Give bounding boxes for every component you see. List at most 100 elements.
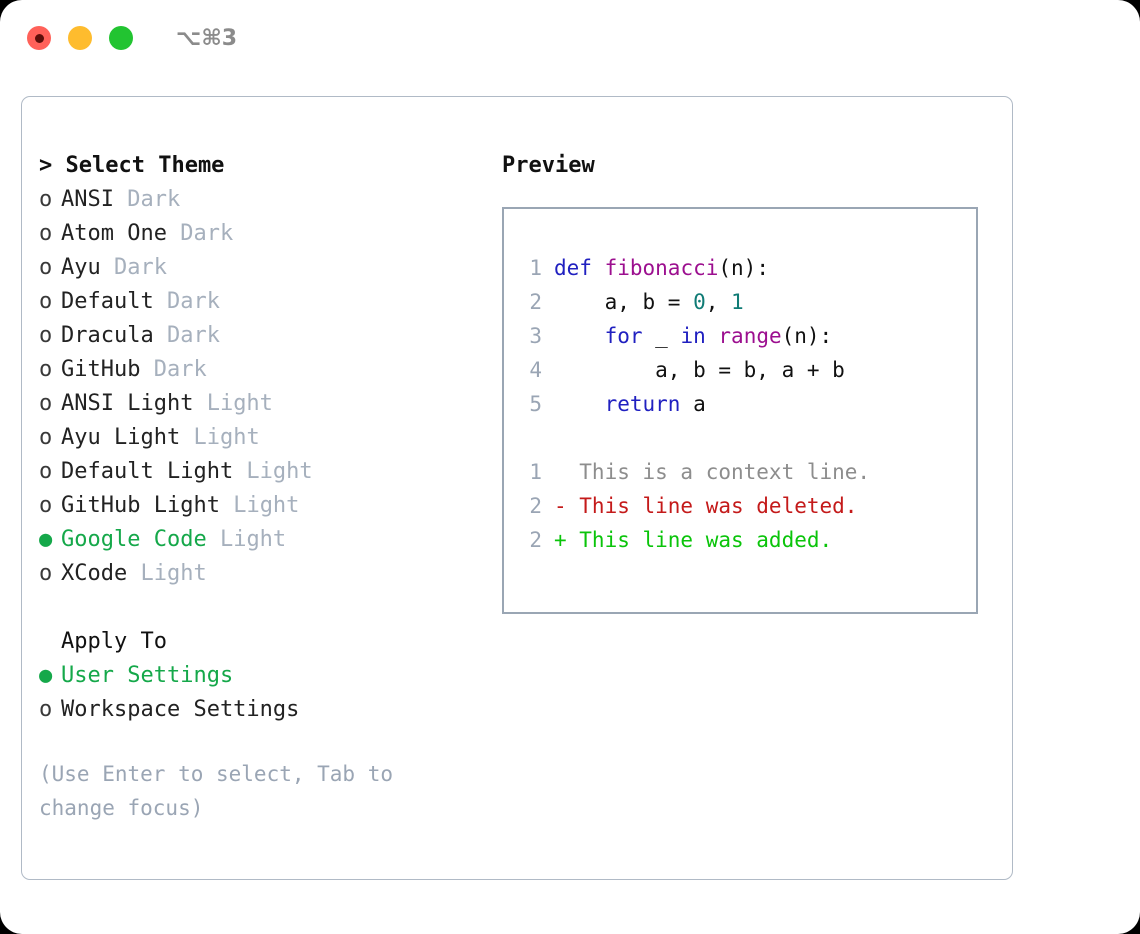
maximize-button[interactable] — [109, 26, 133, 50]
theme-option-label: Ayu — [61, 255, 101, 280]
radio-unselected-icon: o — [39, 697, 53, 722]
theme-option-label: XCode — [61, 561, 128, 586]
theme-option-ansi[interactable]: o ANSI Dark — [39, 183, 479, 217]
theme-option-label: GitHub — [61, 357, 141, 382]
theme-option-xcode[interactable]: o XCode Light — [39, 557, 479, 591]
theme-option-default[interactable]: o Default Dark — [39, 285, 479, 319]
line-number: 5 — [529, 392, 542, 416]
theme-option-label: GitHub Light — [61, 493, 220, 518]
code-token — [554, 392, 605, 416]
apply-to-option-label: Workspace Settings — [61, 697, 300, 722]
theme-option-github[interactable]: o GitHub Dark — [39, 353, 479, 387]
diff-line-add: 2+ This line was added. — [516, 523, 976, 557]
apply-to-option-user-settings[interactable]: ● User Settings — [39, 659, 479, 693]
code-token: for — [604, 324, 643, 348]
code-token: return — [604, 392, 681, 416]
code-token — [592, 256, 605, 280]
code-token — [554, 324, 605, 348]
code-line: 4 a, b = b, a + b — [516, 353, 976, 387]
radio-unselected-icon: o — [39, 493, 53, 518]
theme-option-category: Light — [206, 527, 287, 552]
preview-column: Preview 1 def fibonacci (n): 2 a, b = 0, 1 3… — [502, 149, 992, 614]
line-number: 4 — [529, 358, 542, 382]
line-number: 3 — [529, 324, 542, 348]
theme-option-label: Atom One — [61, 221, 167, 246]
code-token: a, b = — [554, 290, 694, 314]
theme-option-label: Dracula — [61, 323, 154, 348]
code-token: 1 — [731, 290, 744, 314]
theme-option-category: Light — [127, 561, 207, 586]
theme-option-category: Dark — [153, 323, 220, 348]
code-token: 0 — [693, 290, 706, 314]
theme-option-google-code[interactable]: ● Google Code Light — [39, 523, 479, 557]
theme-option-label: Default — [61, 289, 154, 314]
line-number: 1 — [529, 256, 542, 280]
radio-unselected-icon: o — [39, 357, 53, 382]
diff-sample: 1 This is a context line.2- This line wa… — [516, 455, 976, 557]
theme-option-category: Dark — [166, 221, 234, 246]
theme-option-label: ANSI — [61, 187, 114, 212]
theme-option-label: Default Light — [61, 459, 234, 484]
line-number: 2 — [529, 494, 542, 518]
line-number: 1 — [529, 460, 542, 484]
theme-option-atom-one[interactable]: o Atom One Dark — [39, 217, 479, 251]
code-diff-gap — [516, 421, 976, 455]
diff-line-ctx: 1 This is a context line. — [516, 455, 976, 489]
keyboard-hint: (Use Enter to select, Tab to change focu… — [39, 762, 394, 820]
minimize-button[interactable] — [68, 26, 92, 50]
apply-to-option-label: User Settings — [61, 663, 234, 688]
radio-unselected-icon: o — [39, 561, 53, 586]
diff-line-text: + This line was added. — [554, 528, 833, 552]
code-token: , — [705, 290, 732, 314]
radio-unselected-icon: o — [39, 289, 53, 314]
radio-unselected-icon: o — [39, 323, 53, 348]
theme-option-category: Dark — [153, 289, 220, 314]
theme-option-label: Ayu Light — [61, 425, 181, 450]
close-button[interactable] — [27, 26, 51, 50]
apply-to-option-workspace-settings[interactable]: o Workspace Settings — [39, 693, 479, 727]
preview-heading: Preview — [502, 153, 595, 178]
radio-unselected-icon: o — [39, 459, 53, 484]
line-number: 2 — [529, 290, 542, 314]
radio-unselected-icon: o — [39, 221, 53, 246]
title-bar: ⌥⌘3 — [0, 0, 1140, 76]
radio-unselected-icon: o — [39, 255, 53, 280]
theme-option-ayu-light[interactable]: o Ayu Light Light — [39, 421, 479, 455]
code-line: 5 return a — [516, 387, 976, 421]
code-token: a — [680, 392, 706, 416]
code-token: (n): — [781, 324, 833, 348]
radio-unselected-icon: o — [39, 187, 53, 212]
code-line: 2 a, b = 0, 1 — [516, 285, 976, 319]
list-spacer — [39, 591, 479, 625]
code-token: def — [554, 256, 592, 280]
theme-option-category: Dark — [113, 187, 181, 212]
theme-option-default-light[interactable]: o Default Light Light — [39, 455, 479, 489]
apply-to-heading: Apply To — [61, 629, 167, 654]
radio-unselected-icon: o — [39, 391, 53, 416]
radio-unselected-icon: o — [39, 425, 53, 450]
code-token: range — [718, 324, 782, 348]
code-token: fibonacci — [604, 256, 719, 280]
theme-option-category: Light — [180, 425, 260, 450]
theme-option-label: Google Code — [61, 527, 207, 552]
theme-option-category: Light — [233, 459, 313, 484]
radio-selected-icon: ● — [39, 663, 53, 688]
radio-selected-icon: ● — [39, 527, 53, 552]
code-token — [706, 324, 719, 348]
theme-option-dracula[interactable]: o Dracula Dark — [39, 319, 479, 353]
keyboard-shortcut-label: ⌥⌘3 — [176, 25, 238, 51]
theme-option-category: Dark — [140, 357, 207, 382]
theme-option-category: Light — [219, 493, 300, 518]
theme-option-github-light[interactable]: o GitHub Light Light — [39, 489, 479, 523]
apply-to-list[interactable]: ● User Settings o Workspace Settings — [39, 659, 479, 727]
theme-option-label: ANSI Light — [61, 391, 194, 416]
